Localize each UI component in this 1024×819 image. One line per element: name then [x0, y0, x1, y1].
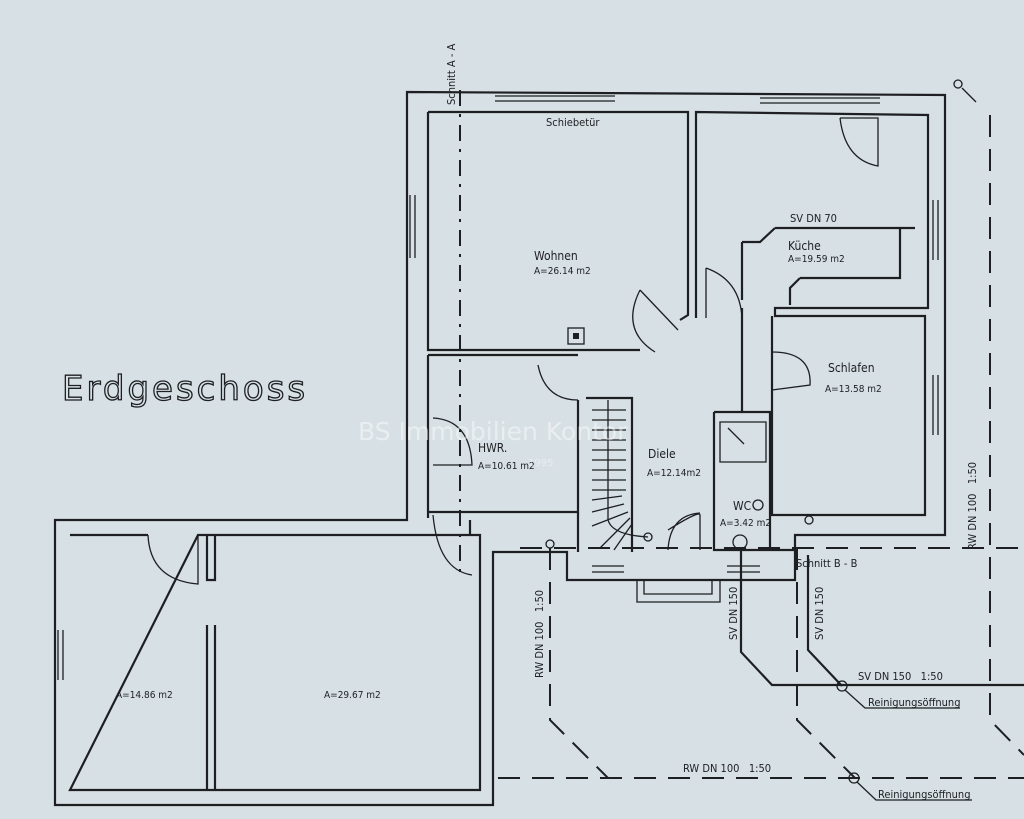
watermark-year: 1995 — [528, 458, 553, 469]
room-name: Diele — [648, 447, 676, 461]
room-garage: A=29.67 m2 — [324, 690, 381, 701]
room-area: A=26.14 m2 — [534, 266, 591, 277]
rw-bottom-label: RW DN 100 1:50 — [683, 762, 771, 775]
room-wc: WC A=3.42 m2 — [720, 499, 771, 529]
watermark: BS Immobilien Kontor 1995 — [358, 417, 628, 469]
room-name: Wohnen — [534, 249, 578, 263]
rw-left-label: RW DN 100 1:50 — [533, 590, 546, 678]
sv-dn150-label: SV DN 150 — [727, 587, 740, 640]
room-area: A=14.86 m2 — [116, 690, 173, 701]
rainwater-lines — [498, 79, 1024, 779]
room-area: A=12.14m2 — [647, 468, 701, 479]
room-area: A=3.42 m2 — [720, 518, 771, 529]
watermark-text: BS Immobilien Kontor — [358, 417, 628, 446]
sewage-lines — [739, 226, 1024, 801]
house-walls — [53, 90, 947, 807]
room-area: A=19.59 m2 — [788, 254, 845, 265]
rw-right-label: RW DN 100 1:50 — [966, 462, 979, 550]
room-area: A=13.58 m2 — [825, 384, 882, 395]
room-name: Schlafen — [828, 361, 875, 375]
room-wohnen: Wohnen A=26.14 m2 — [534, 249, 591, 277]
section-b-label: Schnitt B - B — [796, 557, 858, 570]
room-name: WC — [733, 499, 751, 513]
floor-title: Erdgeschoss — [62, 369, 308, 409]
room-area: A=10.61 m2 — [478, 461, 535, 472]
sliding-door-label: Schiebetür — [546, 116, 600, 129]
room-area: A=29.67 m2 — [324, 690, 381, 701]
room-name: Küche — [788, 239, 821, 253]
sv-slope-label: SV DN 150 1:50 — [858, 670, 943, 683]
cleanout-label: Reinigungsöffnung — [868, 696, 961, 709]
sv-dn70-label: SV DN 70 — [790, 212, 837, 225]
room-diele: Diele A=12.14m2 — [647, 447, 701, 479]
room-name: HWR. — [478, 441, 507, 455]
sv-dn150-label: SV DN 150 — [813, 587, 826, 640]
room-kueche: Küche A=19.59 m2 — [788, 239, 845, 265]
cleanout-label: Reinigungsöffnung — [878, 788, 971, 801]
room-schlafen: Schlafen A=13.58 m2 — [825, 361, 882, 395]
room-hwr: HWR. A=10.61 m2 — [478, 441, 535, 472]
section-a-label: Schnitt A - A — [445, 43, 458, 105]
room-storage: A=14.86 m2 — [116, 690, 173, 701]
